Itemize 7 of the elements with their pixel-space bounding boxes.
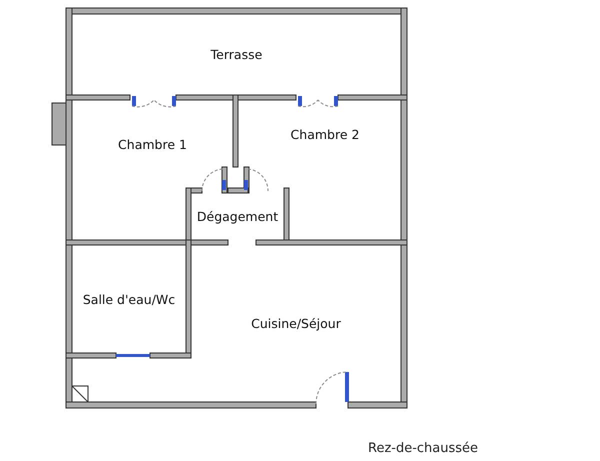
room-label: Terrasse xyxy=(210,47,262,62)
room-label: Dégagement xyxy=(196,209,278,224)
room-label: Chambre 2 xyxy=(290,126,360,142)
room-label: Chambre 1 xyxy=(118,136,187,152)
room-label: Cuisine/Séjour xyxy=(251,316,341,331)
caption: Rez-de-chaussée xyxy=(368,441,478,456)
room-label: Salle d'eau/Wc xyxy=(82,292,176,306)
